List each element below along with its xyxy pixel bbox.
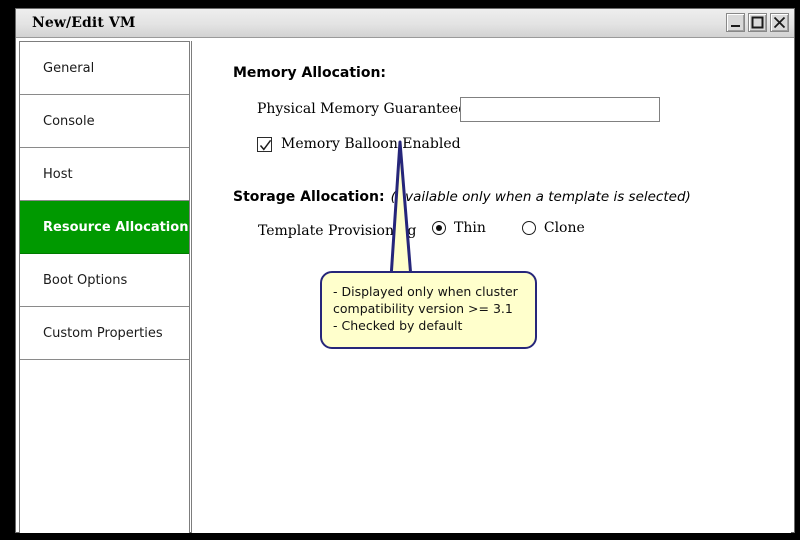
minimize-icon (731, 25, 740, 27)
radio-option-label: Clone (543, 220, 585, 236)
maximize-button[interactable] (748, 13, 767, 32)
checkbox-checked-icon (257, 136, 272, 152)
sidebar-nav: General Console Host Resource Allocation… (19, 41, 190, 533)
radio-selected-icon (432, 221, 446, 235)
radio-option-thin[interactable]: Thin (432, 220, 486, 236)
maximize-icon (751, 16, 764, 29)
sidebar-item-label: Resource Allocation (43, 219, 189, 235)
window-controls (726, 13, 789, 32)
radio-unselected-icon (521, 221, 536, 235)
storage-allocation-note: (Available only when a template is selec… (390, 189, 691, 205)
physical-memory-guaranteed-label: Physical Memory Guaranteed (257, 101, 468, 117)
memory-balloon-enabled-label: Memory Balloon Enabled (281, 136, 461, 152)
minimize-button[interactable] (726, 13, 745, 32)
template-provisioning-radio-group: Thin Clone (432, 220, 585, 236)
title-bar: New/Edit VM (16, 9, 794, 38)
sidebar-item-boot-options[interactable]: Boot Options (20, 254, 189, 307)
template-provisioning-label: Template Provisioning (258, 223, 417, 239)
new-edit-vm-dialog: New/Edit VM (15, 8, 795, 533)
sidebar-item-general[interactable]: General (20, 42, 189, 95)
storage-allocation-title: Storage Allocation: (233, 189, 385, 205)
window-title: New/Edit VM (32, 15, 136, 31)
annotation-callout: - Displayed only when cluster compatibil… (320, 271, 537, 349)
sidebar-item-label: General (43, 60, 95, 76)
sidebar-item-host[interactable]: Host (20, 148, 189, 201)
memory-balloon-enabled-checkbox[interactable]: Memory Balloon Enabled (257, 136, 461, 152)
memory-allocation-heading: Memory Allocation: (233, 65, 387, 81)
sidebar-empty-area (20, 360, 189, 533)
sidebar-item-label: Host (43, 166, 73, 182)
dialog-body: General Console Host Resource Allocation… (16, 38, 794, 533)
sidebar-item-console[interactable]: Console (20, 95, 189, 148)
close-icon (773, 16, 786, 29)
radio-option-clone[interactable]: Clone (521, 220, 585, 236)
radio-option-label: Thin (454, 220, 486, 236)
sidebar-item-label: Console (43, 113, 95, 129)
sidebar-item-custom-properties[interactable]: Custom Properties (20, 307, 189, 360)
storage-allocation-heading: Storage Allocation: (Available only when … (233, 189, 691, 205)
sidebar-item-resource-allocation[interactable]: Resource Allocation (20, 201, 189, 254)
annotation-callout-text: - Displayed only when cluster compatibil… (333, 284, 518, 333)
physical-memory-guaranteed-input[interactable] (460, 97, 660, 122)
sidebar-item-label: Custom Properties (43, 325, 163, 341)
close-button[interactable] (770, 13, 789, 32)
sidebar-item-label: Boot Options (43, 272, 128, 288)
